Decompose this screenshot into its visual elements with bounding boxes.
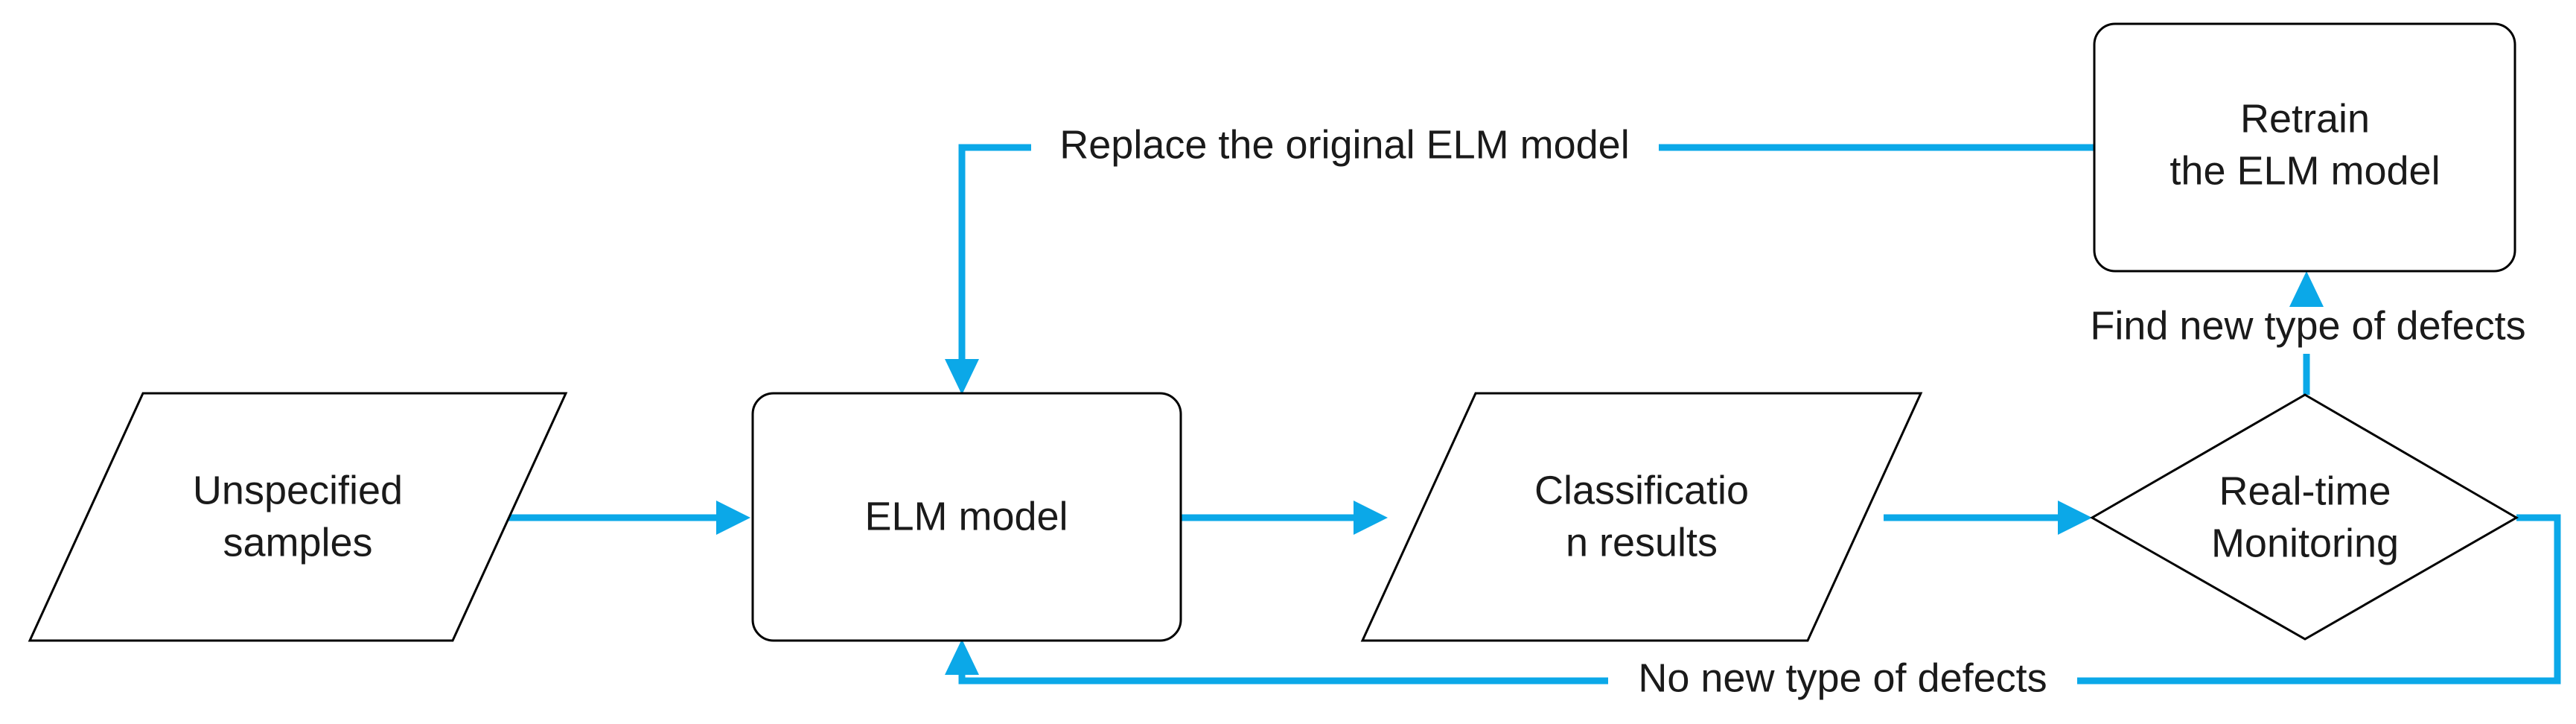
edge-monitoring-to-elm-left-segment — [958, 667, 1608, 685]
edge-monitoring-to-elm: No new type of defects — [945, 514, 2561, 700]
edge-elm-to-classification — [1181, 501, 1388, 535]
edge-monitoring-to-elm-arrowhead — [945, 639, 979, 675]
edge-monitoring-to-retrain: Find new type of defects — [2090, 271, 2526, 395]
node-real-time-monitoring[interactable]: Real-time Monitoring — [2092, 395, 2516, 639]
edge-label-no-new-type-of-defects: No new type of defects — [1638, 655, 2047, 700]
node-elm-model-label-line1: ELM model — [864, 494, 1068, 539]
edge-retrain-to-elm-left-segment — [958, 144, 1031, 369]
node-unspecified-samples-shape[interactable] — [30, 393, 566, 641]
node-real-time-monitoring-label-line2: Monitoring — [2211, 521, 2399, 565]
node-elm-model-shape[interactable] — [753, 393, 1181, 641]
node-unspecified-samples[interactable]: Unspecified samples — [30, 393, 566, 641]
edge-retrain-to-elm: Replace the original ELM model — [945, 122, 2094, 395]
edge-monitoring-to-elm-right-segment — [2077, 514, 2561, 685]
node-classification-results-label-line2: n results — [1566, 520, 1718, 565]
node-classification-results-label-line1: Classificatio — [1534, 468, 1749, 512]
edge-elm-to-classification-arrowhead — [1354, 501, 1388, 535]
node-retrain-elm-model-shape[interactable] — [2094, 24, 2515, 271]
node-classification-results-shape[interactable] — [1362, 393, 1921, 641]
node-unspecified-samples-label-line1: Unspecified — [193, 468, 403, 512]
edge-monitoring-to-retrain-arrowhead — [2289, 271, 2324, 307]
edge-samples-to-elm-arrowhead — [716, 501, 750, 535]
edge-classification-to-monitoring-arrowhead — [2058, 501, 2092, 535]
node-retrain-elm-model[interactable]: Retrain the ELM model — [2094, 24, 2515, 271]
edge-label-find-new-type-of-defects: Find new type of defects — [2090, 303, 2525, 348]
edge-samples-to-elm — [500, 501, 750, 535]
node-classification-results[interactable]: Classificatio n results — [1362, 393, 1921, 641]
node-real-time-monitoring-shape[interactable] — [2092, 395, 2516, 639]
node-elm-model[interactable]: ELM model — [753, 393, 1181, 641]
node-real-time-monitoring-label-line1: Real-time — [2219, 469, 2391, 513]
edge-retrain-to-elm-arrowhead — [945, 359, 979, 395]
edge-label-replace-the-original-elm-model: Replace the original ELM model — [1059, 122, 1629, 167]
edge-classification-to-monitoring — [1884, 501, 2092, 535]
node-retrain-elm-model-label-line2: the ELM model — [2169, 148, 2440, 193]
node-retrain-elm-model-label-line1: Retrain — [2240, 96, 2370, 141]
node-unspecified-samples-label-line2: samples — [223, 520, 372, 565]
